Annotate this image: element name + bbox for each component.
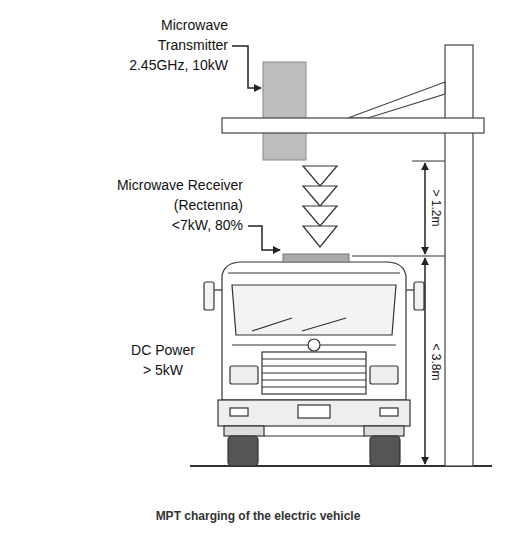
support-pole — [445, 45, 473, 466]
component-label: Microwave Transmitter — [106, 15, 228, 55]
dimension-tick — [352, 256, 445, 257]
truck-illustration — [204, 262, 424, 466]
leader-arrow — [232, 46, 261, 88]
rectenna — [283, 254, 349, 262]
spec-label: > 5kW — [113, 360, 213, 380]
spec-label: 2.45GHz, 10kW — [106, 55, 228, 75]
dimension-line — [424, 258, 426, 464]
support-brace — [348, 82, 445, 118]
component-label: DC Power — [113, 340, 213, 360]
dimension-label: > 1.2m — [429, 188, 443, 227]
spec-label: <7kW, 80% — [103, 215, 243, 235]
leader-arrow — [248, 226, 280, 250]
figure-caption: MPT charging of the electric vehicle — [0, 508, 516, 524]
transmitter-box — [263, 62, 306, 160]
dimension-tick — [412, 161, 445, 162]
dimension-label: < 3.8m — [429, 342, 443, 381]
microwave-beam — [303, 166, 337, 247]
dimension-line — [424, 163, 426, 254]
support-arm — [222, 118, 484, 133]
component-label: Microwave Receiver (Rectenna) — [103, 175, 243, 215]
